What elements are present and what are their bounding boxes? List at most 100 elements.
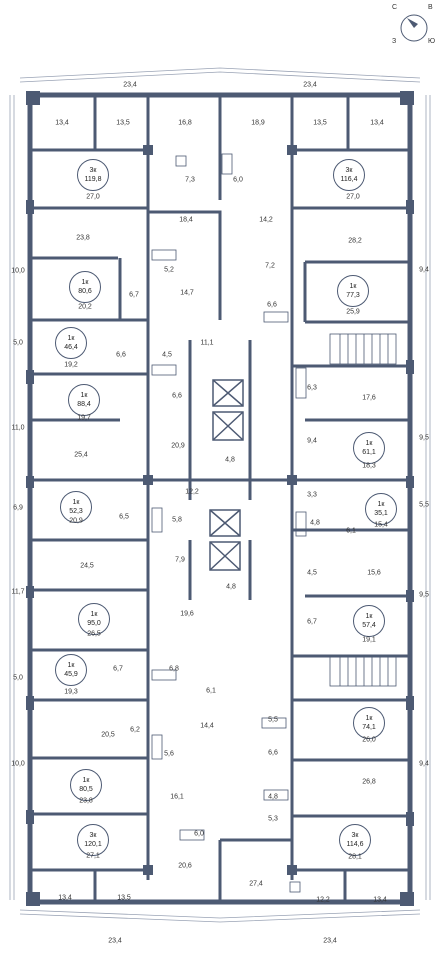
room-area: 6,6 (267, 301, 277, 309)
room-area: 5,8 (172, 516, 182, 524)
apartment-type: 3к (345, 167, 353, 174)
apartment-area: 114,6 (346, 841, 364, 848)
room-area: 16,8 (178, 119, 192, 127)
columns (26, 91, 414, 906)
apartment-badge[interactable]: 1к 61,1 (353, 432, 385, 464)
apartment-badge[interactable]: 1к 80,6 (69, 271, 101, 303)
room-area: 27,0 (86, 193, 100, 201)
dim-right: 5,5 (419, 501, 429, 509)
room-area: 13,5 (117, 894, 131, 902)
room-area: 13,5 (116, 119, 130, 127)
room-area: 14,7 (180, 289, 194, 297)
apartment-type: 1к (67, 662, 75, 669)
room-area: 4,5 (307, 569, 317, 577)
dim-left: 11,7 (11, 588, 25, 596)
apartment-type: 3к (351, 832, 359, 839)
room-area: 27,0 (346, 193, 360, 201)
dim-top-left: 23,4 (123, 81, 137, 89)
apartment-type: 1к (365, 613, 373, 620)
apartment-badge[interactable]: 1к 57,4 (353, 605, 385, 637)
apartment-area: 57,4 (362, 622, 376, 629)
room-area: 18,9 (251, 119, 265, 127)
room-area: 13,4 (55, 119, 69, 127)
room-area: 4,8 (268, 793, 278, 801)
apartment-type: 1к (349, 283, 357, 290)
room-area: 13,5 (313, 119, 327, 127)
apartment-area: 95,0 (87, 620, 101, 627)
room-area: 18,4 (179, 216, 193, 224)
room-area: 7,9 (175, 556, 185, 564)
room-area: 7,2 (265, 262, 275, 270)
apartment-badge[interactable]: 1к 95,0 (78, 603, 110, 635)
apartment-area: 88,4 (77, 401, 91, 408)
room-area: 27,1 (86, 852, 100, 860)
apartment-area: 61,1 (362, 449, 376, 456)
room-area: 26,8 (362, 778, 376, 786)
room-area: 24,5 (80, 562, 94, 570)
room-area: 15,6 (367, 569, 381, 577)
room-area: 19,6 (180, 610, 194, 618)
room-area: 12,2 (185, 488, 199, 496)
room-area: 7,3 (185, 176, 195, 184)
room-area: 5,3 (268, 815, 278, 823)
room-area: 4,8 (225, 456, 235, 464)
apartment-type: 1к (365, 440, 373, 447)
room-area: 6,2 (130, 726, 140, 734)
apartment-badge[interactable]: 3к 114,6 (339, 824, 371, 856)
bathroom-fixtures (151, 153, 307, 893)
apartment-badge[interactable]: 1к 80,5 (70, 769, 102, 801)
apartment-area: 116,4 (340, 176, 358, 183)
apartment-area: 80,5 (79, 786, 93, 793)
room-area: 18,3 (362, 462, 376, 470)
room-area: 28,1 (348, 853, 362, 861)
dim-left: 5,0 (13, 674, 23, 682)
room-area: 17,6 (362, 394, 376, 402)
room-area: 4,8 (226, 583, 236, 591)
dim-right: 9,5 (419, 591, 429, 599)
room-area: 6,8 (169, 665, 179, 673)
apartment-area: 46,4 (64, 344, 78, 351)
apartment-area: 52,3 (69, 508, 83, 515)
room-area: 5,2 (164, 266, 174, 274)
room-area: 6,7 (129, 291, 139, 299)
apartment-badge[interactable]: 3к 116,4 (333, 159, 365, 191)
compass-west: З (392, 38, 397, 45)
dim-top-right: 23,4 (303, 81, 317, 89)
dim-left: 10,0 (11, 267, 25, 275)
apartment-area: 80,6 (78, 288, 92, 295)
apartment-area: 35,1 (374, 510, 388, 517)
apartment-type: 1к (365, 715, 373, 722)
elevator-shafts (209, 379, 244, 571)
room-area: 19,2 (64, 361, 78, 369)
room-area: 19,1 (362, 636, 376, 644)
dim-right: 9,5 (419, 434, 429, 442)
apartment-type: 1к (377, 501, 385, 508)
room-area: 20,5 (101, 731, 115, 739)
room-area: 20,9 (69, 517, 83, 525)
dim-bottom-right: 23,4 (323, 937, 337, 945)
room-area: 6,7 (307, 618, 317, 626)
apartment-type: 1к (82, 777, 90, 784)
dim-left: 6,9 (13, 504, 23, 512)
room-area: 4,8 (310, 519, 320, 527)
apartment-type: 1к (90, 611, 98, 618)
apartment-type: 1к (81, 279, 89, 286)
room-area: 13,4 (58, 894, 72, 902)
compass-north: С (392, 4, 398, 11)
room-area: 20,6 (178, 862, 192, 870)
room-area: 6,0 (194, 830, 204, 838)
apartment-type: 3к (89, 167, 97, 174)
apartment-badge[interactable]: 1к 35,1 (365, 493, 397, 525)
room-area: 13,4 (373, 896, 387, 904)
dim-left: 11,0 (11, 424, 25, 432)
apartment-type: 3к (89, 832, 97, 839)
